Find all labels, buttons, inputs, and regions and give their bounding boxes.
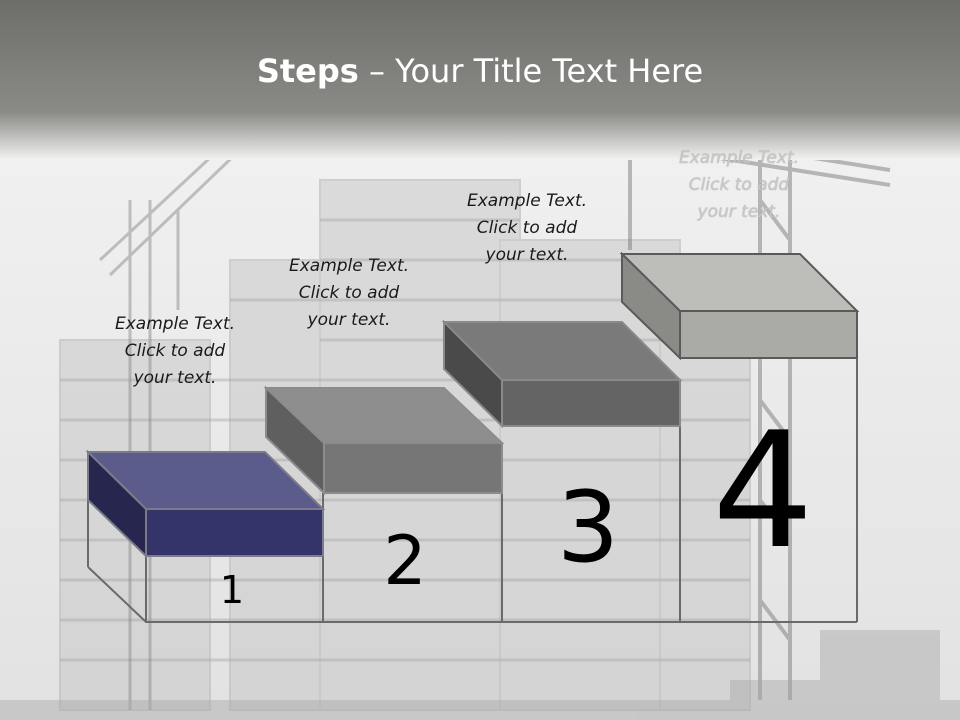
step-1-text[interactable]: Example Text. Click to add your text. <box>90 311 260 392</box>
step-2-line-2: Click to add <box>298 283 400 303</box>
stair-outline <box>87 358 858 623</box>
ground-objects <box>0 630 960 720</box>
step-1-number: 1 <box>219 568 245 612</box>
step-1-line-2: Click to add <box>124 341 226 361</box>
step-2-line-1: Example Text. <box>288 256 410 276</box>
step-3-number: 3 <box>556 471 620 585</box>
step-1-line-1: Example Text. <box>114 314 236 334</box>
title-band <box>0 0 960 160</box>
step-3-line-2: Click to add <box>476 218 578 238</box>
step-3-block <box>441 319 683 429</box>
step-4-number: 4 <box>712 397 814 584</box>
step-3-text[interactable]: Example Text. Click to add your text. <box>442 188 612 269</box>
step-4-line-2: Click to add <box>688 175 790 195</box>
step-2-line-3: your text. <box>307 310 391 330</box>
step-2-number: 2 <box>383 522 427 601</box>
step-2-text[interactable]: Example Text. Click to add your text. <box>264 253 434 334</box>
title-bold: Steps <box>256 52 359 90</box>
title-rest: – Your Title Text Here <box>358 52 704 90</box>
step-4-block <box>619 251 860 361</box>
step-4-text[interactable]: Example Text. Click to add your text. <box>654 145 824 226</box>
step-4-line-3: your text. <box>697 202 781 222</box>
step-1-block <box>85 449 326 559</box>
step-4-line-1: Example Text. <box>678 148 800 168</box>
step-2-block <box>263 385 505 496</box>
step-3-line-1: Example Text. <box>466 191 588 211</box>
slide-title[interactable]: Steps – Your Title Text Here <box>0 52 960 90</box>
step-1-line-3: your text. <box>133 368 217 388</box>
step-3-line-3: your text. <box>485 245 569 265</box>
